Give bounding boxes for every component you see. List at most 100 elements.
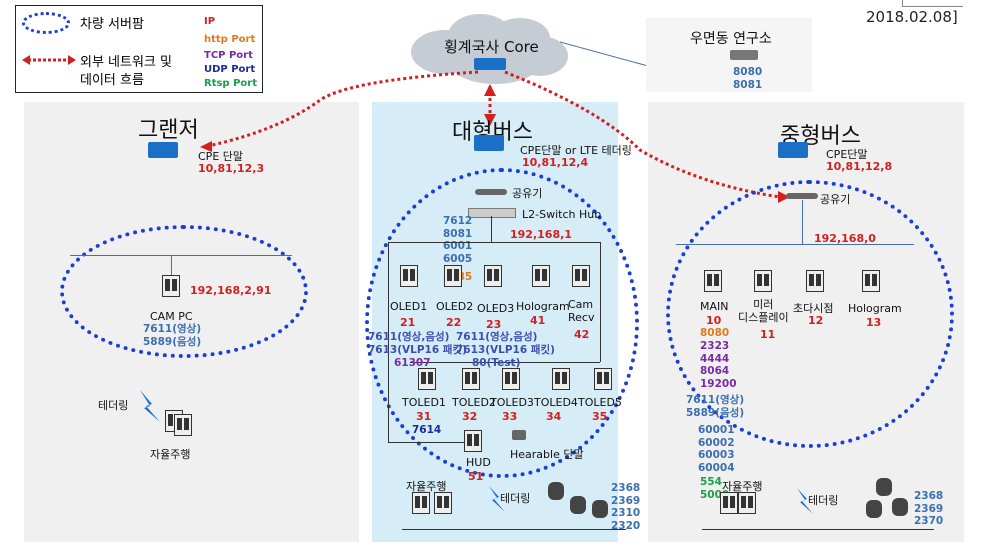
bigbus-toled5-ip: 35 — [592, 410, 608, 423]
bigbus-toled3-label: TOLED3 — [490, 396, 534, 409]
bigbus-oled1-label: OLED1 — [390, 300, 428, 313]
grandeur-tethering-label: 테더링 — [98, 399, 129, 412]
bigbus-cpe-label: CPE단말 or LTE 테더링 — [520, 144, 632, 157]
legend-tcp: TCP Port — [204, 50, 253, 61]
midbus-hologram-label: Hologram — [848, 302, 902, 315]
bigbus-hud-label: HUD — [466, 456, 491, 469]
legend-flow-arrow-icon — [22, 55, 76, 65]
grandeur-farm-ellipse — [60, 225, 308, 358]
midbus-cpe-ip: 10,81,12,8 — [826, 160, 893, 173]
bigbus-hologram-ip: 41 — [530, 314, 546, 327]
bigbus-tethering-label: 테더링 — [500, 492, 531, 505]
bigbus-hearable-icon — [512, 430, 526, 440]
bigbus-oled2-ip: 22 — [446, 316, 462, 329]
midbus-subnet: 192,168,0 — [814, 232, 876, 245]
bigbus-autonomous-icon — [412, 492, 430, 514]
bigbus-router-label: 공유기 — [512, 187, 543, 200]
bigbus-camrecv-icon — [572, 265, 590, 287]
midbus-backbone — [676, 244, 914, 245]
grandeur-cpe-label: CPE 단말 — [198, 150, 244, 163]
bigbus-oled1-ip: 21 — [400, 316, 416, 329]
bigbus-toled1-ip: 31 — [416, 410, 432, 423]
midbus-floor-line — [702, 529, 934, 530]
midbus-autonomous-label: 자율주행 — [722, 480, 763, 493]
midbus-router-label: 공유기 — [820, 193, 851, 206]
grandeur-title: 그랜저 — [138, 118, 199, 143]
grandeur-bus-line — [70, 255, 292, 256]
bigbus-hud-icon — [464, 430, 482, 452]
midbus-multiview-ip: 12 — [808, 314, 824, 327]
bigbus-toled1-port: 7614 — [412, 424, 442, 436]
midbus-lidar-2 — [866, 500, 882, 518]
bigbus-l2-label: L2-Switch Hub — [522, 208, 602, 221]
bigbus-lidar-1 — [548, 482, 564, 500]
bigbus-autonomous-icon-2 — [434, 492, 452, 514]
bigbus-cpe-icon — [474, 135, 504, 151]
lab-server-icon — [730, 50, 758, 60]
midbus-lidar-ports: 2368 2369 2370 — [914, 490, 944, 527]
bigbus-toled4-label: TOLED4 — [534, 396, 578, 409]
legend-rtsp: Rtsp Port — [204, 78, 257, 89]
midbus-main-label: MAIN — [700, 300, 729, 313]
bigbus-oled3-label: OLED3 — [477, 302, 515, 315]
bigbus-camrecv-label: Cam Recv — [568, 298, 595, 324]
grandeur-autonomous-icon-2 — [174, 414, 192, 436]
bigbus-oled-ports-mid: 7611(영상,음성) 7613(VLP16 패킷) — [456, 331, 555, 356]
grandeur-cam-pc-icon — [162, 275, 180, 297]
bigbus-oled3-ip: 23 — [486, 318, 502, 331]
bigbus-left-rail — [388, 242, 389, 442]
midbus-cpe-label: CPE단말 — [826, 148, 868, 161]
grandeur-pc-label: CAM PC — [150, 310, 193, 323]
midbus-hologram-ip: 13 — [866, 316, 882, 329]
bigbus-toled1-label: TOLED1 — [402, 396, 446, 409]
midbus-main-udp2: 60001 60002 60003 60004 — [698, 424, 735, 474]
midbus-mirror-label: 미러 디스플레이 — [738, 298, 789, 324]
top-right-frame — [902, 0, 963, 7]
midbus-hologram-icon — [862, 270, 880, 292]
bigbus-lidar-3 — [592, 500, 608, 518]
bigbus-oled-ports-left: 7611(영상,음성) 7613(VLP16 패킷) — [368, 331, 467, 356]
midbus-lidar-1 — [876, 478, 892, 496]
bigbus-oled-ports-left-extra: 61307 — [394, 357, 431, 369]
bigbus-backbone — [388, 242, 600, 243]
midbus-multiview-label: 초다시점 — [793, 302, 834, 315]
bigbus-subnet: 192,168,1 — [510, 228, 572, 241]
legend-ip: IP — [204, 16, 216, 27]
midbus-autonomous-icon — [720, 492, 738, 514]
bigbus-lidar-ports: 2368 2369 2310 2320 — [611, 482, 641, 532]
grandeur-cpe-ip: 10,81,12,3 — [198, 162, 265, 175]
bigbus-hud-rail — [388, 442, 470, 443]
bigbus-l2-drop — [491, 216, 492, 242]
grandeur-autonomous-label: 자율주행 — [150, 448, 191, 461]
lab-title: 우면동 연구소 — [690, 31, 772, 47]
bigbus-toled4-ip: 34 — [546, 410, 562, 423]
midbus-router-icon — [786, 193, 818, 199]
midbus-lidar-3 — [892, 498, 908, 516]
bigbus-lidar-2 — [570, 496, 586, 514]
midbus-farm-ellipse — [666, 180, 954, 448]
midbus-main-http: 8080 — [700, 327, 730, 339]
bigbus-toled4-icon — [552, 368, 570, 390]
midbus-autonomous-icon-2 — [738, 492, 756, 514]
midbus-cpe-icon — [778, 142, 808, 158]
bigbus-oled2-icon — [444, 265, 462, 287]
bigbus-hologram-icon — [532, 265, 550, 287]
bigbus-hud-ip: 51 — [468, 470, 484, 483]
bigbus-toled-rail — [410, 362, 600, 363]
legend-service-range: 차량 서버팜 — [80, 17, 144, 32]
bigbus-oled2-label: OLED2 — [436, 300, 474, 313]
midbus-main-tcp: 2323 4444 8064 19200 — [700, 340, 737, 390]
bigbus-floor-line — [402, 529, 626, 530]
bigbus-right-rail — [600, 242, 601, 362]
date-stamp: 2018.02.08] — [866, 8, 958, 26]
grandeur-pc-ip: 192,168,2,91 — [190, 284, 272, 297]
bigbus-camrecv-ip: 42 — [574, 328, 590, 341]
bigbus-toled2-icon — [462, 368, 480, 390]
bigbus-toled1-icon — [418, 368, 436, 390]
midbus-router-drop — [802, 200, 803, 244]
midbus-mirror-icon — [754, 270, 772, 292]
bigbus-toled2-ip: 32 — [462, 410, 478, 423]
legend-flow-1: 외부 네트워크 및 — [80, 55, 172, 70]
legend-udp: UDP Port — [204, 64, 256, 75]
bigbus-farm-ellipse — [365, 168, 639, 478]
